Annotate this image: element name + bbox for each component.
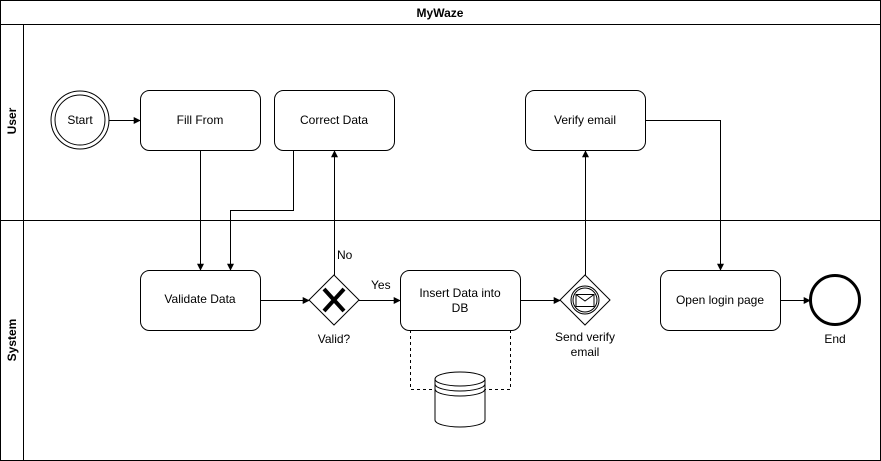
task-verify-email-label: Verify email: [554, 113, 616, 127]
start-event[interactable]: Start: [50, 90, 110, 150]
task-insert-label-line2: DB: [452, 301, 469, 315]
gateway-x-icon: [322, 287, 346, 313]
task-verify-email[interactable]: Verify email: [525, 90, 646, 151]
flow-correct-to-validate: [227, 151, 294, 271]
task-open-login-label: Open login page: [676, 293, 764, 307]
task-insert-label-line1: Insert Data into: [419, 286, 501, 300]
envelope-icon: [575, 294, 595, 307]
task-correct-data[interactable]: Correct Data: [274, 90, 395, 151]
edge-label-no: No: [337, 248, 353, 262]
end-event[interactable]: End: [809, 274, 861, 347]
end-label: End: [824, 332, 845, 346]
task-open-login[interactable]: Open login page: [660, 270, 781, 331]
task-insert-data[interactable]: Insert Data into DB: [400, 270, 521, 331]
task-validate-data-label: Validate Data: [164, 292, 235, 306]
edge-label-yes: Yes: [371, 278, 391, 292]
task-fill-form[interactable]: Fill From: [140, 90, 261, 151]
flow-verify-to-login: [646, 120, 724, 271]
exclusive-gateway[interactable]: Valid?: [308, 274, 360, 346]
send-verify-email-event[interactable]: Send verify email: [555, 274, 615, 359]
start-label: Start: [67, 113, 93, 127]
database-icon[interactable]: [434, 371, 486, 428]
task-validate-data[interactable]: Validate Data: [140, 270, 261, 331]
gateway-label: Valid?: [318, 332, 351, 346]
pool-title: MyWaze: [417, 6, 464, 20]
send-verify-label-line2: email: [571, 345, 600, 359]
task-correct-data-label: Correct Data: [300, 113, 368, 127]
task-fill-form-label: Fill From: [177, 113, 224, 127]
lane-label-user: User: [5, 107, 19, 134]
send-verify-label-line1: Send verify: [555, 330, 615, 344]
lane-label-system: System: [5, 319, 19, 362]
